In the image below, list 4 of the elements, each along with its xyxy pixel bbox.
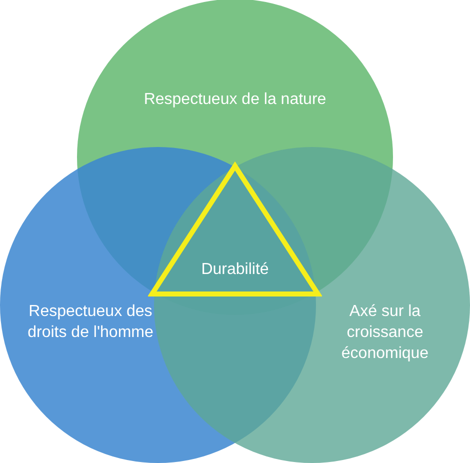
center-label: Durabilité	[201, 260, 269, 280]
circle-label: Axé sur la croissance économique	[340, 302, 430, 364]
circle-label: Respectueux des droits de l'homme	[26, 302, 154, 343]
circle-label: Respectueux de la nature	[142, 90, 328, 110]
